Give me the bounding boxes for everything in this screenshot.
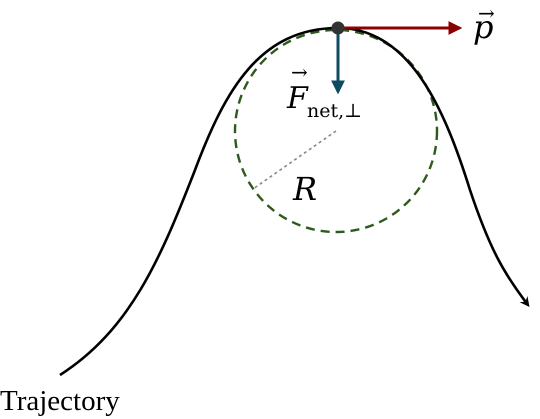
radius-line: [252, 130, 337, 190]
trajectory-curve: [59, 26, 530, 377]
momentum-label-arrow: →: [478, 1, 495, 25]
momentum-label: p: [473, 8, 493, 46]
osculating-circle: [233, 28, 439, 234]
radius-label: R: [292, 170, 317, 208]
trajectory-caption: Trajectory: [0, 385, 120, 417]
force-label-subscript: net,⊥: [307, 100, 362, 122]
force-label-arrow: →: [291, 60, 308, 84]
force-label-symbol: F: [286, 81, 309, 116]
particle-dot: [331, 21, 345, 35]
